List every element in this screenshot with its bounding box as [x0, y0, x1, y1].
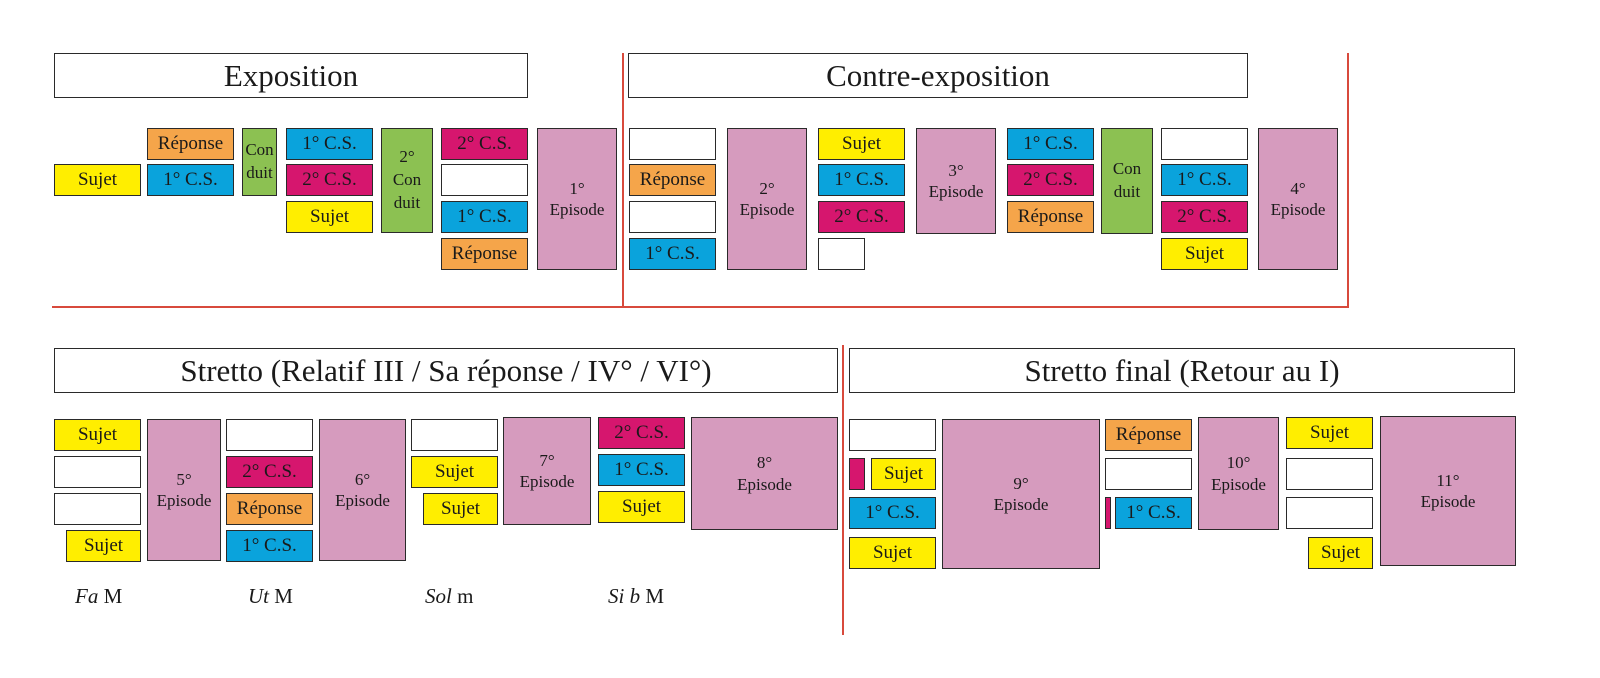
- str-col2-cs1: 1° C.S.: [226, 530, 313, 562]
- exp-col4-cs1: 1° C.S.: [441, 201, 528, 233]
- sf-col1-empty: [849, 419, 936, 451]
- key-si-bemol-majeur: Si b M: [608, 584, 665, 608]
- exp-conduit: Con duit: [242, 128, 277, 196]
- top-section-right-line: [1347, 53, 1349, 308]
- exposition-header: Exposition: [54, 53, 528, 98]
- exp-sujet: Sujet: [54, 164, 141, 196]
- str-col3-sujet-2: Sujet: [423, 493, 498, 525]
- sf-col3-empty-1: [1286, 458, 1373, 490]
- episode-8: 8° Episode: [691, 417, 838, 530]
- cexp-col4-sujet: Sujet: [1161, 238, 1248, 270]
- sf-col2-cs2-fragment: [1105, 497, 1111, 529]
- top-section-bottom-line: [52, 306, 1349, 308]
- cexp-col1-reponse: Réponse: [629, 164, 716, 196]
- key-fa-majeur: Fa M: [75, 584, 123, 608]
- cexp-col1-cs1: 1° C.S.: [629, 238, 716, 270]
- cexp-col2-cs1: 1° C.S.: [818, 164, 905, 196]
- sf-col1-sujet-2: Sujet: [849, 537, 936, 569]
- episode-10: 10° Episode: [1198, 417, 1279, 530]
- exp-col3-cs2: 2° C.S.: [286, 164, 373, 196]
- episode-7: 7° Episode: [503, 417, 591, 525]
- str-col1-sujet-1: Sujet: [54, 419, 141, 451]
- sf-col1-cs1: 1° C.S.: [849, 497, 936, 529]
- episode-9: 9° Episode: [942, 419, 1100, 569]
- sf-col1-cs2-fragment: [849, 458, 865, 490]
- str-col1-empty-1: [54, 456, 141, 488]
- cexp-col4-cs2: 2° C.S.: [1161, 201, 1248, 233]
- episode-2: 2° Episode: [727, 128, 807, 270]
- sf-col3-sujet-1: Sujet: [1286, 417, 1373, 449]
- exp-reponse: Réponse: [147, 128, 234, 160]
- exp-col3-cs1: 1° C.S.: [286, 128, 373, 160]
- str-col1-sujet-2: Sujet: [66, 530, 141, 562]
- str-col2-cs2: 2° C.S.: [226, 456, 313, 488]
- str-col2-empty: [226, 419, 313, 451]
- sf-col3-empty-2: [1286, 497, 1373, 529]
- cexp-col3-reponse: Réponse: [1007, 201, 1094, 233]
- cexp-col2-sujet: Sujet: [818, 128, 905, 160]
- sf-col2-reponse: Réponse: [1105, 419, 1192, 451]
- cexp-col2-empty: [818, 238, 865, 270]
- str-col4-cs2: 2° C.S.: [598, 417, 685, 449]
- key-sol-mineur: Sol m: [425, 584, 474, 608]
- exp-col4-cs2: 2° C.S.: [441, 128, 528, 160]
- str-col3-sujet-1: Sujet: [411, 456, 498, 488]
- stretto-final-header: Stretto final (Retour au I): [849, 348, 1515, 393]
- stretto-divider-line: [842, 345, 844, 635]
- episode-6: 6° Episode: [319, 419, 406, 561]
- contre-exposition-header: Contre-exposition: [628, 53, 1248, 98]
- stretto-header: Stretto (Relatif III / Sa réponse / IV° …: [54, 348, 838, 393]
- cexp-col3-cs2: 2° C.S.: [1007, 164, 1094, 196]
- episode-5: 5° Episode: [147, 419, 221, 561]
- episode-4: 4° Episode: [1258, 128, 1338, 270]
- exp-conduit-2: 2° Con duit: [381, 128, 433, 233]
- sf-col2-cs1: 1° C.S.: [1115, 497, 1192, 529]
- exp-cs1: 1° C.S.: [147, 164, 234, 196]
- cexp-col1-empty-1: [629, 128, 716, 160]
- cexp-col3-cs1: 1° C.S.: [1007, 128, 1094, 160]
- key-ut-majeur: Ut M: [248, 584, 293, 608]
- cexp-conduit: Con duit: [1101, 128, 1153, 234]
- cexp-col2-cs2: 2° C.S.: [818, 201, 905, 233]
- episode-11: 11° Episode: [1380, 416, 1516, 566]
- cexp-col1-empty-2: [629, 201, 716, 233]
- str-col1-empty-2: [54, 493, 141, 525]
- str-col2-reponse: Réponse: [226, 493, 313, 525]
- exp-col4-empty: [441, 164, 528, 196]
- sf-col3-sujet-2: Sujet: [1308, 537, 1373, 569]
- str-col3-empty: [411, 419, 498, 451]
- str-col4-sujet: Sujet: [598, 491, 685, 523]
- sf-col1-sujet-1: Sujet: [871, 458, 936, 490]
- exp-col4-reponse: Réponse: [441, 238, 528, 270]
- episode-1: 1° Episode: [537, 128, 617, 270]
- episode-3: 3° Episode: [916, 128, 996, 234]
- str-col4-cs1: 1° C.S.: [598, 454, 685, 486]
- exp-col3-sujet: Sujet: [286, 201, 373, 233]
- exposition-divider-line: [622, 53, 624, 307]
- cexp-col4-empty: [1161, 128, 1248, 160]
- cexp-col4-cs1: 1° C.S.: [1161, 164, 1248, 196]
- sf-col2-empty: [1105, 458, 1192, 490]
